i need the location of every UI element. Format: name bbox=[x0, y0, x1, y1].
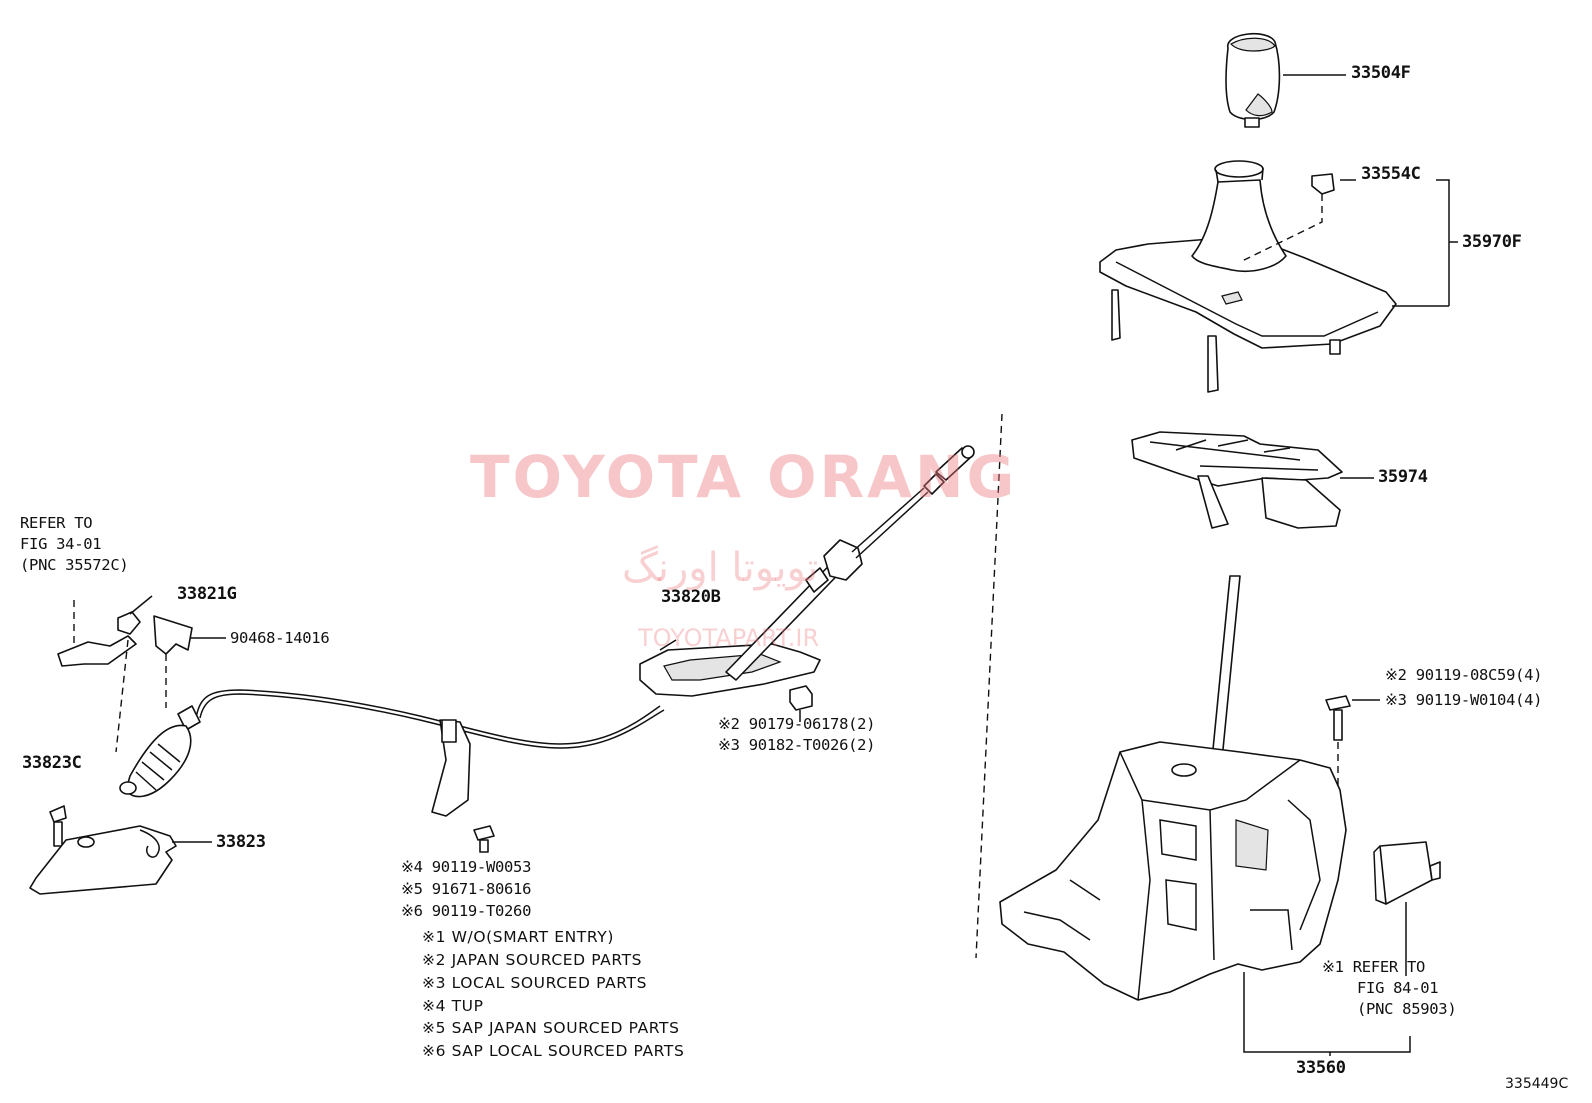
label-90468-14016: 90468-14016 bbox=[230, 629, 330, 647]
watermark-farsi: تویوتا اورنگ bbox=[622, 545, 819, 591]
smart-entry-module-drawing bbox=[1373, 841, 1441, 976]
bolt-code-2: ※5 91671-80616 bbox=[401, 880, 532, 898]
note-5: ※5 SAP JAPAN SOURCED PARTS bbox=[422, 1019, 680, 1037]
refer-left-line-3: (PNC 35572C) bbox=[20, 556, 129, 574]
label-33821g: 33821G bbox=[177, 584, 237, 604]
note-1: ※1 W/O(SMART ENTRY) bbox=[422, 928, 614, 946]
bracket-drawing bbox=[29, 805, 212, 895]
figure-code: 335449C bbox=[1505, 1076, 1569, 1092]
note-2: ※2 JAPAN SOURCED PARTS bbox=[422, 951, 643, 969]
label-35974: 35974 bbox=[1378, 467, 1428, 487]
label-33820b: 33820B bbox=[661, 587, 721, 607]
label-33823c: 33823C bbox=[22, 753, 82, 773]
right-bolt-drawing bbox=[1325, 695, 1380, 790]
right-bolt-code-2: ※3 90119-W0104(4) bbox=[1385, 691, 1543, 709]
assembly-divider-line bbox=[975, 413, 1003, 959]
bolt-code-1: ※4 90119-W0053 bbox=[401, 858, 532, 876]
refer-left-line-2: FIG 34-01 bbox=[20, 535, 102, 553]
cable-plate-nut-drawing bbox=[789, 685, 813, 722]
shift-knob-drawing bbox=[1225, 33, 1346, 128]
bolt-code-3: ※6 90119-T0260 bbox=[401, 902, 532, 920]
refer-right-line-2: FIG 84-01 bbox=[1357, 979, 1439, 997]
note-4: ※4 TUP bbox=[422, 997, 484, 1015]
label-33560: 33560 bbox=[1296, 1058, 1346, 1078]
watermark-site: TOYOTAPART.IR bbox=[638, 624, 820, 652]
control-cable-drawing bbox=[119, 445, 975, 817]
note-6: ※6 SAP LOCAL SOURCED PARTS bbox=[422, 1042, 685, 1060]
right-bolt-code-1: ※2 90119-08C59(4) bbox=[1385, 666, 1543, 684]
label-33504f: 33504F bbox=[1351, 63, 1411, 83]
cable-clip-drawing bbox=[57, 595, 226, 753]
watermark-text: TOYOTA ORANG bbox=[470, 443, 1018, 511]
nut-code-2: ※3 90182-T0026(2) bbox=[718, 736, 876, 754]
refer-left-line-1: REFER TO bbox=[20, 514, 93, 532]
refer-right-line-3: (PNC 85903) bbox=[1357, 1000, 1457, 1018]
shift-boot-panel-drawing bbox=[1099, 160, 1458, 393]
center-bolt-drawing bbox=[473, 825, 495, 853]
indicator-housing-drawing bbox=[1131, 431, 1374, 529]
label-33554c: 33554C bbox=[1361, 164, 1421, 184]
label-33823: 33823 bbox=[216, 832, 266, 852]
note-3: ※3 LOCAL SOURCED PARTS bbox=[422, 974, 648, 992]
nut-code-1: ※2 90179-06178(2) bbox=[718, 715, 876, 733]
refer-right-line-1: ※1 REFER TO bbox=[1322, 958, 1426, 976]
shift-lever-assembly-drawing bbox=[999, 575, 1411, 1056]
label-35970f: 35970F bbox=[1462, 232, 1522, 252]
